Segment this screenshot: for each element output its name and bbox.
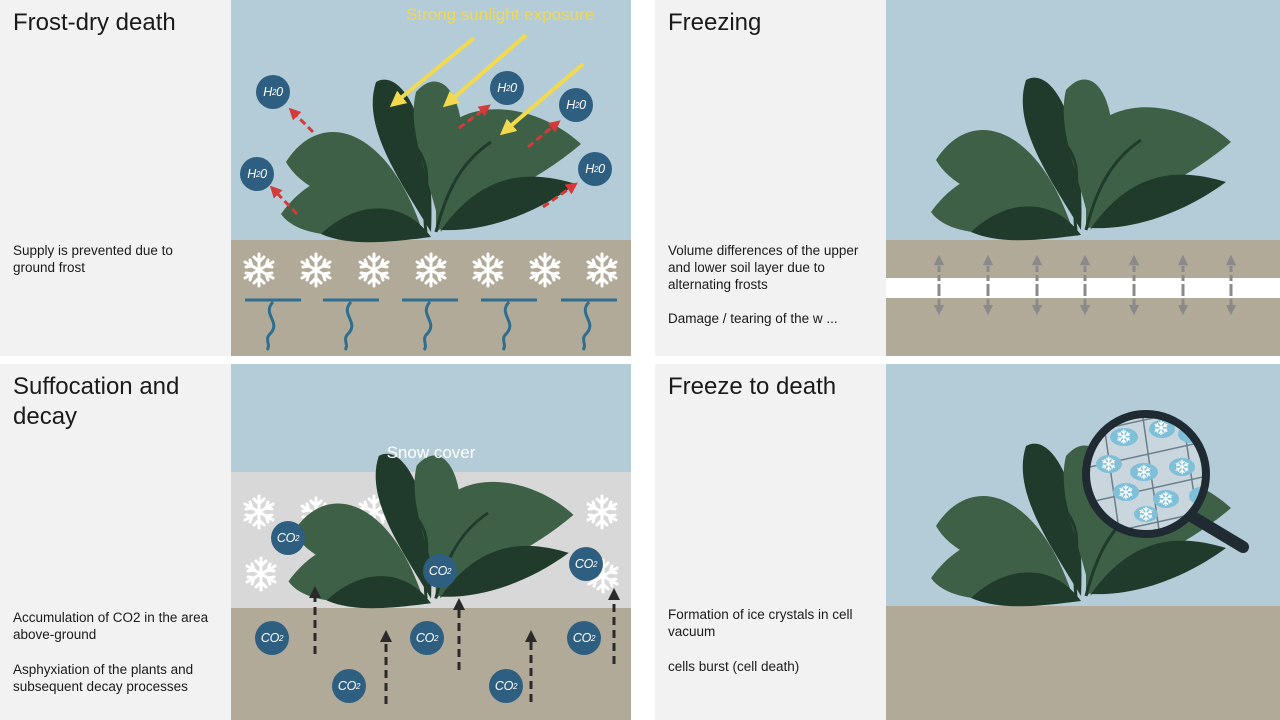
panel-suffocation-and-decay: Suffocation and decay Accumulation of CO… (0, 364, 631, 720)
sunlight-label: Strong sunlight exposure (406, 5, 595, 24)
sunlight-arrows (389, 33, 585, 136)
panel-title: Suffocation and decay (13, 373, 180, 430)
freeze-to-death-illustration (886, 364, 1280, 720)
freezing-illustration (886, 0, 1280, 356)
panel-description-secondary: cells burst (cell death) (668, 659, 800, 674)
panel-freezing: Freezing Volume differences of the upper… (655, 0, 1280, 356)
blocked-roots (245, 298, 617, 351)
panel-freeze-to-death: Freeze to death Formation of ice crystal… (655, 364, 1280, 720)
lower-soil-layer (886, 298, 1280, 356)
magnifier-icon (1082, 410, 1249, 553)
sky (231, 364, 631, 472)
co2-rising-arrows (309, 586, 620, 704)
soil-movement-arrows (933, 254, 1237, 316)
snow-cover-label: Snow cover (386, 443, 476, 462)
upper-soil-layer (886, 240, 1280, 278)
panel-description: Volume differences of the upper and lowe… (668, 243, 859, 292)
panel-title: Freeze to death (668, 373, 837, 400)
panel-title: Freezing (668, 9, 762, 36)
panel-description-secondary: Damage / tearing of the w ... (668, 311, 838, 326)
frost-gap (886, 278, 1280, 298)
panel-frost-dry-death: Frost-dry death Supply is prevented due … (0, 0, 631, 356)
panel-description-secondary: Asphyxiation of the plants and subsequen… (13, 662, 194, 694)
panel-description: Supply is prevented due to ground frost (13, 243, 173, 275)
evaporation-arrows (269, 104, 578, 216)
soil (886, 606, 1280, 720)
panel-description: Accumulation of CO2 in the area above-gr… (13, 610, 209, 642)
panel-title: Frost-dry death (13, 9, 176, 36)
panel-description: Formation of ice crystals in cell vacuum (668, 607, 853, 639)
